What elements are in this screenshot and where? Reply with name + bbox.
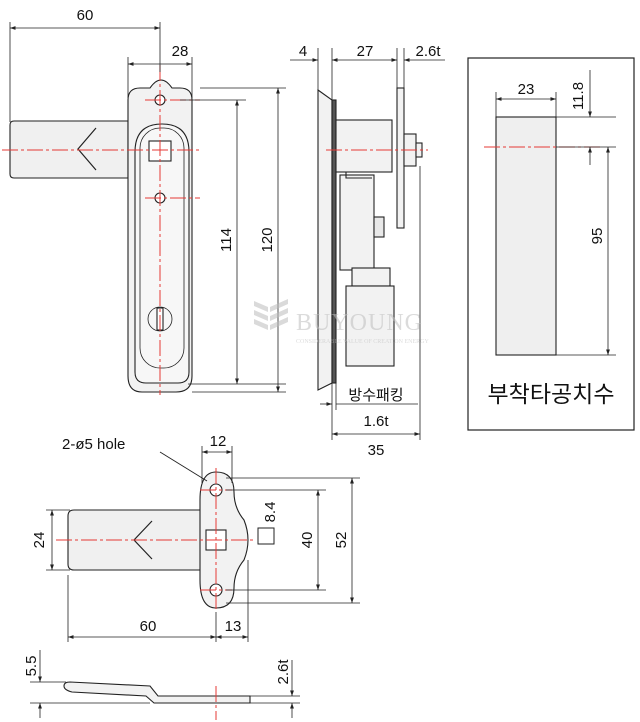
bottom-view [63,681,251,704]
dim-gasket-thickness: 1.6t [363,413,389,430]
dim-cutout-offset: 11.8 [570,82,587,110]
cutout-panel: 23 11.8 95 부착타공치수 [467,57,635,431]
front-handle [134,123,190,384]
side-body [335,119,393,173]
side-gasket [331,99,337,384]
watermark-tagline: CONSIDERABLE VALUE OF CREATION ENERGY [296,339,429,345]
cutout-caption: 부착타공치수 [488,382,615,408]
dim-cam-thickness: 2.6t [415,43,441,60]
bottom-profile [63,681,251,704]
dim-body-width: 28 [172,43,189,60]
dim-handle-height: 24 [31,532,48,549]
dim-square: 8.4 [262,502,279,523]
dim-hole-pitch: 114 [218,228,235,252]
cutout-shape [495,116,557,356]
dim-plate-thickness: 4 [299,43,307,60]
side-cam-plate [396,87,405,229]
side-dim-lines [290,48,445,440]
bottom-dim-lines [30,650,300,718]
side-plate [317,88,333,391]
dim-overall-width: 60 [77,7,94,24]
watermark: BUYOUNG CONSIDERABLE VALUE OF CREATION E… [254,299,429,345]
dim-cutout-height: 95 [589,228,606,245]
dim-base-offset: 13 [225,618,242,635]
front-lever-arrow [77,127,97,171]
back-hole-label: 2-ø5 hole [62,436,125,453]
dim-bottom-thickness: 2.6t [275,659,292,685]
front-dim-lines [9,22,286,393]
dim-body-depth: 27 [357,43,374,60]
front-lever [9,120,129,179]
dim-hole-spacing-x: 12 [210,433,227,450]
dim-handle-length: 60 [140,618,157,635]
gasket-label: 방수패킹 [348,386,403,404]
dim-overall-height: 120 [259,227,276,252]
back-dim-lines [46,446,360,642]
dim-total-depth: 35 [368,442,385,459]
watermark-brand: BUYOUNG [296,310,423,336]
front-view [9,79,193,393]
dim-bottom-height: 5.5 [23,656,40,677]
dim-back-overall-height: 52 [333,532,350,549]
dim-back-hole-pitch: 40 [299,532,316,549]
dim-cutout-width: 23 [518,81,535,98]
